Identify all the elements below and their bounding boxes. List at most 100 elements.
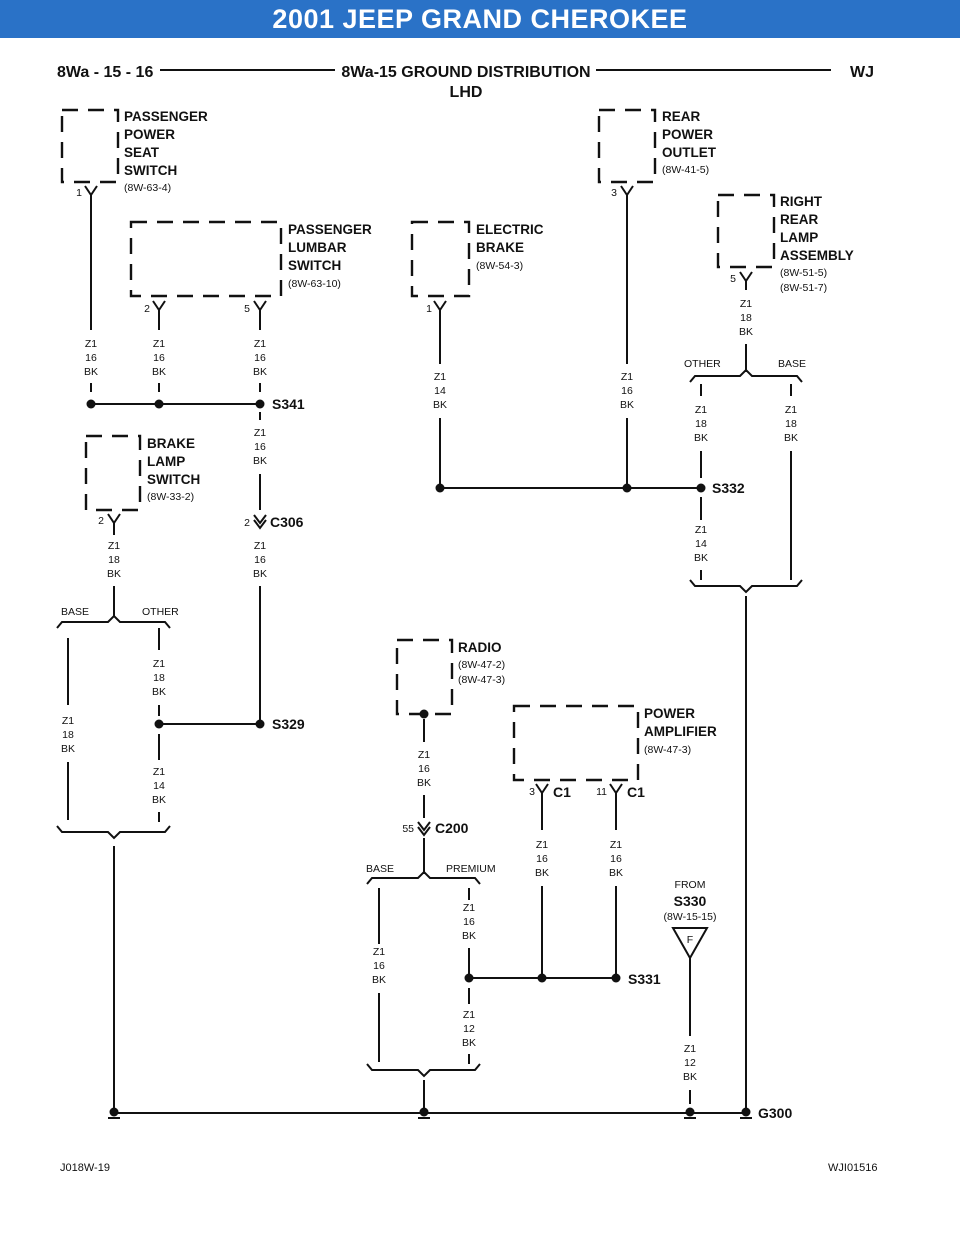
section-title: 8Wa-15 GROUND DISTRIBUTION — [341, 64, 590, 81]
svg-text:16: 16 — [463, 916, 475, 928]
component-ref: (8W-63-10) — [288, 278, 341, 290]
svg-text:Z1: Z1 — [463, 1009, 475, 1021]
connector-c200: 55 C200 — [402, 820, 469, 837]
svg-text:16: 16 — [536, 853, 548, 865]
wire-code-label: Z1 18 BK — [739, 298, 753, 338]
svg-text:18: 18 — [62, 729, 74, 741]
svg-text:16: 16 — [254, 352, 266, 364]
option-label-other: OTHER — [142, 606, 179, 618]
wire-code-label: Z1 18 BK — [784, 404, 798, 444]
svg-text:Z1: Z1 — [536, 839, 548, 851]
splice-dot — [154, 399, 164, 409]
component-name-line: LUMBAR — [288, 240, 347, 255]
radio: RADIO (8W-47-2) (8W-47-3) — [395, 638, 505, 742]
from-splice: S330 — [674, 893, 707, 909]
ground-symbol-icon — [108, 1107, 120, 1119]
component-box — [716, 193, 776, 269]
svg-text:16: 16 — [254, 554, 266, 566]
splice-s341: S341 — [86, 396, 305, 412]
svg-text:Z1: Z1 — [108, 540, 120, 552]
svg-text:Z1: Z1 — [254, 427, 266, 439]
component-name-line: PASSENGER — [124, 109, 208, 124]
svg-text:Z1: Z1 — [740, 298, 752, 310]
wire-code-label: Z1 16 BK — [372, 946, 386, 986]
wire-code-label: Z1 16 BK — [417, 749, 431, 789]
passenger-power-seat-switch: PASSENGER POWER SEAT SWITCH (8W-63-4) 1 — [60, 108, 208, 330]
inline-connector-label: F — [687, 934, 693, 946]
ground-symbol-icon — [740, 1107, 752, 1119]
svg-text:BK: BK — [739, 326, 753, 338]
page-header: 8Wa - 15 - 16 8Wa-15 GROUND DISTRIBUTION… — [57, 64, 874, 101]
svg-text:Z1: Z1 — [85, 338, 97, 350]
svg-text:12: 12 — [684, 1057, 696, 1069]
component-name-line: POWER — [124, 127, 175, 142]
option-label-base: BASE — [366, 863, 394, 875]
connector-pin: 2 — [244, 517, 250, 529]
ground-g300: G300 — [108, 1105, 792, 1121]
power-amplifier: POWER AMPLIFIER (8W-47-3) 3 C1 11 C1 — [512, 704, 717, 830]
component-name-line: SWITCH — [124, 163, 177, 178]
splice-s329: S329 — [154, 716, 305, 732]
pin-terminal-icon — [152, 300, 166, 330]
connector-label: C200 — [435, 820, 469, 836]
option-bracket — [366, 870, 481, 885]
svg-text:BK: BK — [462, 1037, 476, 1049]
option-label-other: OTHER — [684, 358, 721, 370]
wire-segment — [90, 383, 261, 392]
inline-connector-icon — [671, 927, 709, 961]
component-name-line: LAMP — [147, 454, 185, 469]
svg-text:BK: BK — [61, 743, 75, 755]
svg-text:Z1: Z1 — [153, 766, 165, 778]
svg-text:BK: BK — [253, 366, 267, 378]
svg-text:18: 18 — [153, 672, 165, 684]
component-box — [60, 108, 120, 184]
component-name-line: LAMP — [780, 230, 818, 245]
svg-text:BK: BK — [535, 867, 549, 879]
splice-dot — [154, 719, 164, 729]
svg-text:16: 16 — [418, 763, 430, 775]
wire-segment — [67, 628, 160, 705]
svg-text:14: 14 — [695, 538, 707, 550]
wire-segment — [700, 384, 792, 396]
svg-text:16: 16 — [85, 352, 97, 364]
pin-terminal-icon — [433, 300, 447, 364]
option-split-right: OTHER BASE — [684, 358, 806, 396]
splice-dot — [537, 973, 547, 983]
pin-terminal-icon — [535, 783, 549, 830]
component-ref: (8W-54-3) — [476, 260, 523, 272]
wiring-diagram: 8Wa - 15 - 16 8Wa-15 GROUND DISTRIBUTION… — [56, 64, 874, 1121]
connector-label: C1 — [627, 784, 645, 800]
rear-power-outlet: REAR POWER OUTLET (8W-41-5) 3 — [597, 108, 717, 364]
svg-text:16: 16 — [254, 441, 266, 453]
option-label-base: BASE — [61, 606, 89, 618]
splice-dot — [255, 719, 265, 729]
wire-code-label: Z1 14 BK — [433, 371, 447, 411]
splice-dot — [696, 483, 706, 493]
wire-code-label: Z1 14 BK — [694, 524, 708, 564]
wire-code-label: Z1 14 BK — [152, 766, 166, 806]
svg-text:BK: BK — [84, 366, 98, 378]
ground-stud-dot — [419, 709, 429, 719]
pin-number: 3 — [611, 187, 617, 199]
option-bracket — [689, 368, 803, 383]
passenger-lumbar-switch: PASSENGER LUMBAR SWITCH (8W-63-10) 2 5 — [129, 220, 372, 330]
wire-code-label: Z1 12 BK — [683, 1043, 697, 1083]
pin-terminal-icon — [739, 271, 753, 290]
splice-s331: S331 — [464, 971, 661, 987]
svg-text:Z1: Z1 — [684, 1043, 696, 1055]
component-name-line: RADIO — [458, 640, 502, 655]
splice-dot — [611, 973, 621, 983]
from-ref: (8W-15-15) — [664, 911, 717, 923]
svg-text:BK: BK — [784, 432, 798, 444]
splice-dot — [464, 973, 474, 983]
splice-dot — [86, 399, 96, 409]
wire-code-label: Z1 16 BK — [253, 338, 267, 378]
wire-code-label: Z1 16 BK — [620, 371, 634, 411]
svg-text:Z1: Z1 — [695, 404, 707, 416]
from-s330-reference: FROM S330 (8W-15-15) F — [664, 879, 717, 1036]
wire-code-label: Z1 18 BK — [694, 404, 708, 444]
model-code: WJ — [850, 64, 874, 81]
wire-code-label: Z1 16 BK — [84, 338, 98, 378]
splice-label: S341 — [272, 396, 305, 412]
component-box — [84, 434, 142, 512]
